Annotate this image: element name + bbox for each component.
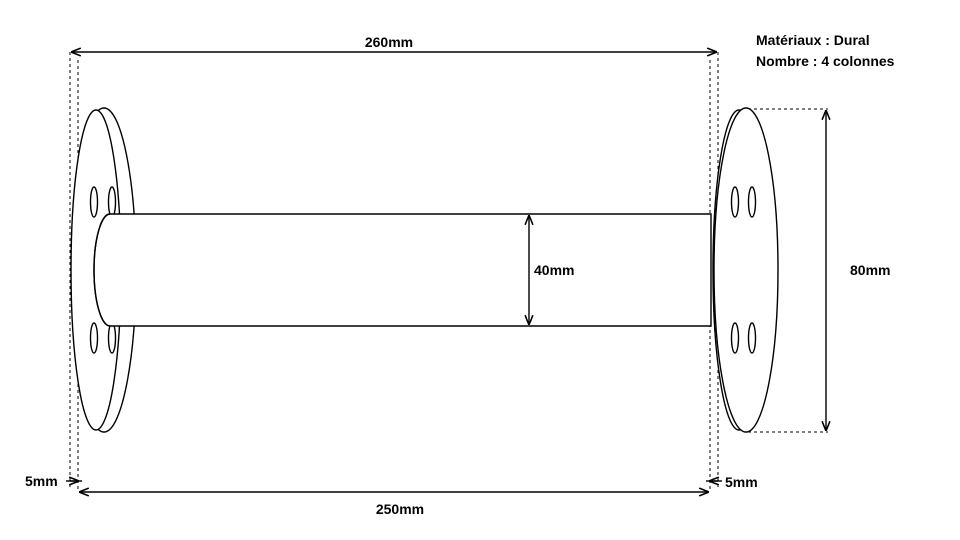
right-flange-holes [730, 186, 757, 354]
shaft-diameter-label: 40mm [534, 262, 574, 278]
right-thickness-label: 5mm [725, 474, 758, 490]
right-flange [712, 107, 779, 433]
dimension-arrows [66, 52, 826, 492]
shaft-length-label: 250mm [376, 501, 424, 517]
shaft [93, 213, 712, 327]
material-note: Matériaux : Dural [756, 32, 870, 48]
notes-block: Matériaux : Dural Nombre : 4 colonnes [756, 32, 895, 69]
dimension-labels: 260mm 250mm 40mm 80mm 5mm 5mm [25, 34, 890, 517]
count-note: Nombre : 4 colonnes [756, 53, 895, 69]
left-thickness-label: 5mm [25, 473, 58, 489]
left-flange-holes [89, 186, 117, 354]
overall-length-label: 260mm [365, 34, 413, 50]
flange-diameter-label: 80mm [850, 262, 890, 278]
